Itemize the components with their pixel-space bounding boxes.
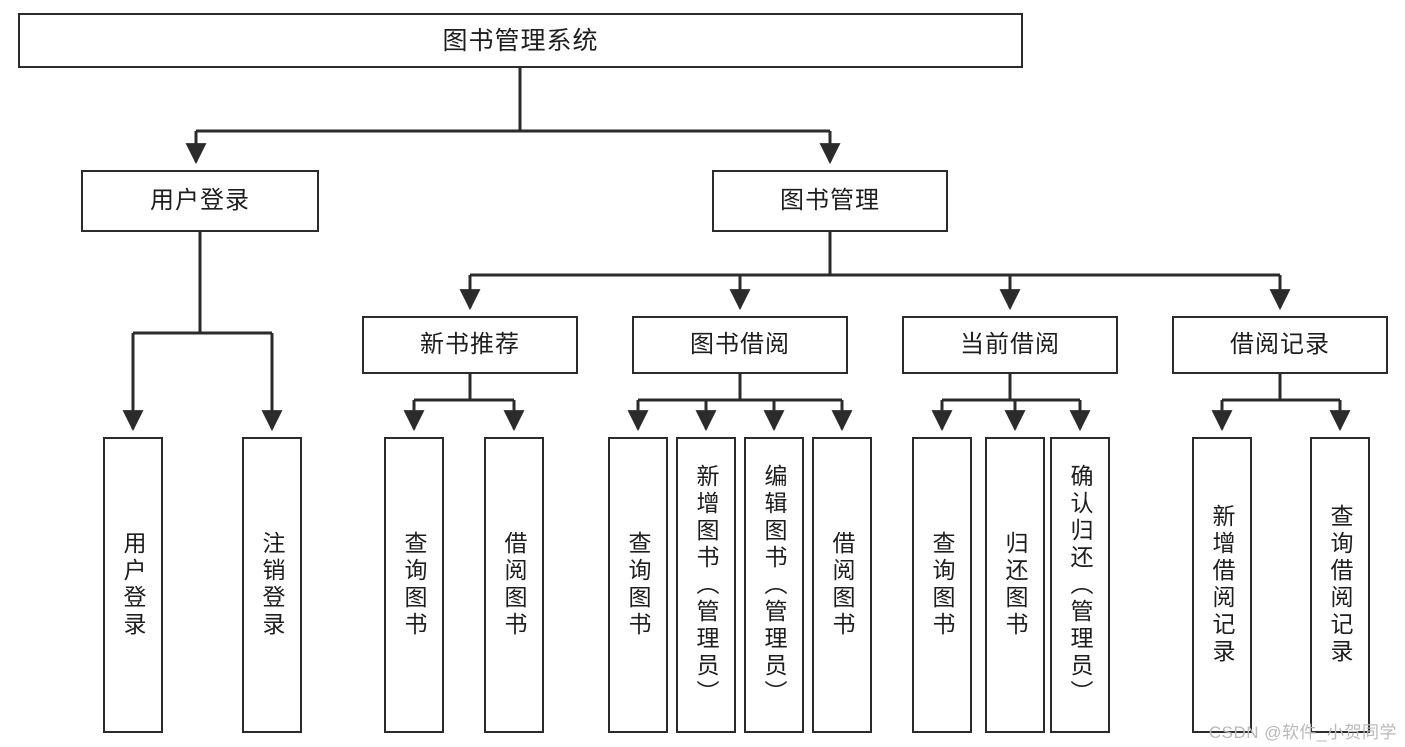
node-new-book-recommend[interactable]: 新书推荐 <box>362 316 578 374</box>
leaf-add-book-admin[interactable]: 新增图书（管理员） <box>676 437 736 733</box>
leaf-query-book-recommend[interactable]: 查询图书 <box>384 437 444 733</box>
node-label: 新增借阅记录 <box>1209 504 1236 666</box>
leaf-add-borrow-record[interactable]: 新增借阅记录 <box>1192 437 1252 733</box>
leaf-borrow-book[interactable]: 借阅图书 <box>812 437 872 733</box>
node-label: 新增图书（管理员） <box>693 463 720 707</box>
leaf-query-book-borrow[interactable]: 查询图书 <box>608 437 668 733</box>
leaf-user-login[interactable]: 用户登录 <box>103 437 163 733</box>
node-label: 借阅图书 <box>829 531 856 639</box>
node-label: 借阅记录 <box>1230 330 1330 358</box>
leaf-query-borrow-record[interactable]: 查询借阅记录 <box>1310 437 1370 733</box>
node-label: 用户登录 <box>120 531 147 639</box>
node-label: 查询图书 <box>401 531 428 639</box>
leaf-edit-book-admin[interactable]: 编辑图书（管理员） <box>744 437 804 733</box>
leaf-query-book-current[interactable]: 查询图书 <box>912 437 972 733</box>
node-label: 图书管理 <box>780 186 880 214</box>
node-label: 用户登录 <box>150 186 250 214</box>
leaf-confirm-return-admin[interactable]: 确认归还（管理员） <box>1050 437 1110 733</box>
node-label: 查询借阅记录 <box>1327 504 1354 666</box>
node-root[interactable]: 图书管理系统 <box>18 13 1023 68</box>
node-label: 图书管理系统 <box>442 26 599 55</box>
leaf-logout[interactable]: 注销登录 <box>242 437 302 733</box>
node-label: 编辑图书（管理员） <box>761 463 788 707</box>
node-label: 查询图书 <box>625 531 652 639</box>
node-label: 确认归还（管理员） <box>1067 463 1094 707</box>
node-book-management[interactable]: 图书管理 <box>712 170 948 232</box>
node-label: 新书推荐 <box>420 330 520 358</box>
watermark: CSDN @软件_小贺同学 <box>1208 723 1397 742</box>
node-label: 查询图书 <box>929 531 956 639</box>
node-label: 归还图书 <box>1002 531 1029 639</box>
node-borrow-record[interactable]: 借阅记录 <box>1172 316 1388 374</box>
node-current-borrow[interactable]: 当前借阅 <box>902 316 1118 374</box>
node-book-borrow[interactable]: 图书借阅 <box>632 316 848 374</box>
leaf-return-book[interactable]: 归还图书 <box>985 437 1045 733</box>
node-user-login[interactable]: 用户登录 <box>81 170 319 232</box>
node-label: 注销登录 <box>259 531 286 639</box>
node-label: 图书借阅 <box>690 330 790 358</box>
node-label: 借阅图书 <box>501 531 528 639</box>
leaf-borrow-book-recommend[interactable]: 借阅图书 <box>484 437 544 733</box>
node-label: 当前借阅 <box>960 330 1060 358</box>
